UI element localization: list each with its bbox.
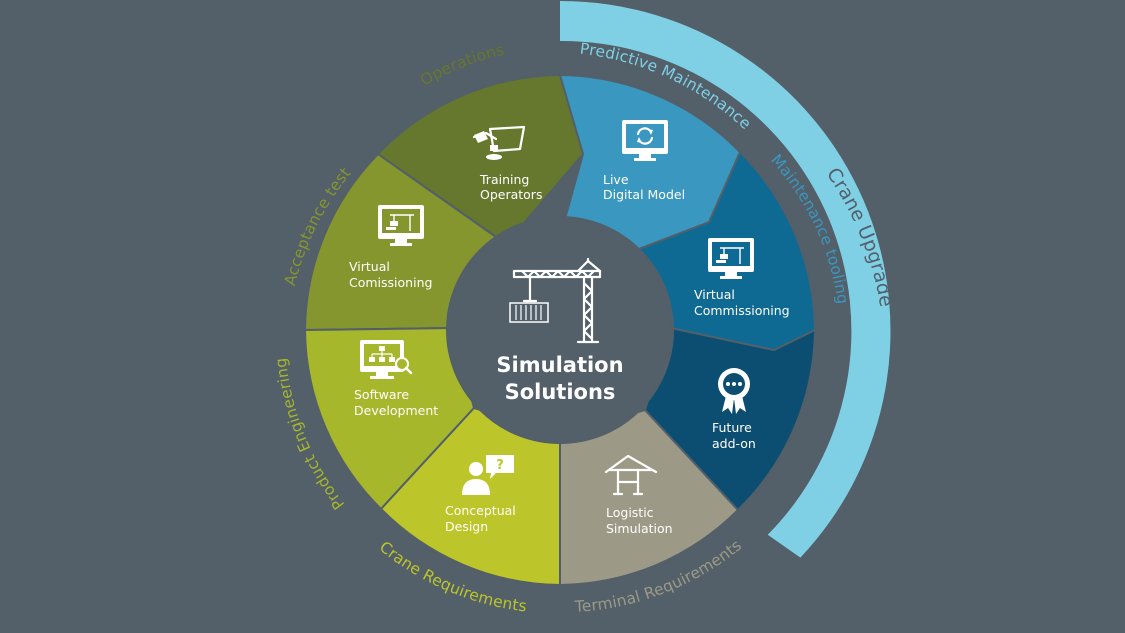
gantry-crane-icon <box>604 454 658 496</box>
segment-label-live-digital-model-line2: Digital Model <box>603 187 685 202</box>
segment-label-virtual-commissioning-line2: Commissioning <box>694 303 790 318</box>
segment-label-future-addon-line1: Future <box>712 420 752 435</box>
segment-live-digital-model <box>558 73 742 254</box>
segment-label-logistic-simulation-line1: Logistic <box>606 505 654 520</box>
monitor-crane-icon <box>708 238 754 279</box>
center-title-line1: Simulation <box>496 353 623 377</box>
crane-upgrade-band <box>560 0 891 558</box>
segment-label-virtual-comissioning-line1: Virtual <box>349 259 390 274</box>
person-question-icon: ? <box>462 455 514 495</box>
tower-crane-icon <box>509 257 602 344</box>
center-disc <box>446 216 674 444</box>
monitor-sync-icon <box>622 120 668 161</box>
segment-label-software-development-line1: Software <box>354 387 409 402</box>
svg-text:?: ? <box>496 458 504 473</box>
rosette-badge-icon <box>718 368 750 414</box>
segment-label-training-line1: Training <box>479 172 529 187</box>
center-title-line2: Solutions <box>505 380 616 404</box>
monitor-crane-icon <box>378 205 424 246</box>
segment-label-software-development-line2: Development <box>354 403 438 418</box>
segment-label-logistic-simulation-line2: Simulation <box>606 521 673 536</box>
segment-label-training-line2: Operators <box>480 187 542 202</box>
segment-label-virtual-comissioning-line2: Comissioning <box>349 275 432 290</box>
segment-label-conceptual-design-line1: Conceptual <box>445 503 516 518</box>
monitor-hierarchy-search-icon <box>360 340 413 379</box>
segment-label-virtual-commissioning-line1: Virtual <box>694 287 735 302</box>
phase-label-operations: Operations <box>417 41 506 90</box>
operator-console-icon <box>472 125 526 160</box>
segment-label-conceptual-design-line2: Design <box>445 519 488 534</box>
segment-label-live-digital-model-line1: Live <box>603 172 629 187</box>
segment-label-future-addon-line2: add-on <box>712 436 756 451</box>
